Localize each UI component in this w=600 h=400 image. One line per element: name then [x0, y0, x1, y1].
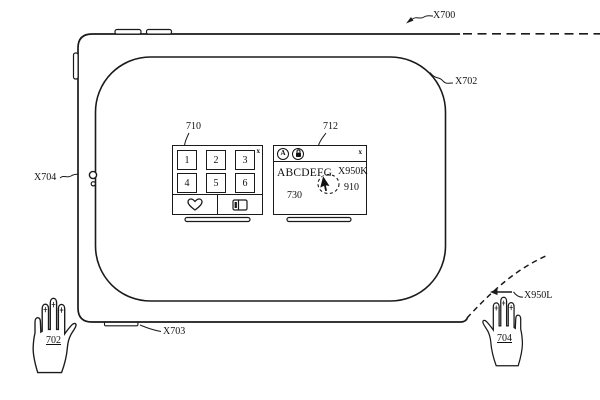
circled-a-icon[interactable]: A	[277, 147, 289, 160]
ref-label-730: 730	[287, 190, 302, 201]
ref-label-910: 910	[344, 182, 359, 193]
gaze-cursor	[317, 173, 340, 195]
camera-dot-icon	[88, 170, 98, 180]
grid-cell-1[interactable]: 1	[177, 150, 197, 170]
grid-cell-5[interactable]: 5	[206, 173, 226, 193]
gaze-path-dashed-curve	[466, 254, 548, 319]
window-titlebar: A x	[274, 146, 366, 162]
ref-label-x950k: X950K	[338, 166, 368, 177]
cell-label: 3	[242, 154, 248, 166]
leader-x704	[59, 173, 78, 179]
ref-label-x704: X704	[34, 172, 57, 183]
window-toolbar	[173, 194, 262, 214]
heart-icon	[187, 198, 203, 211]
ref-label-710: 710	[186, 121, 201, 132]
home-indicator-pill[interactable]	[184, 216, 251, 223]
arrow-left-icon	[490, 288, 498, 296]
grid-cell-4[interactable]: 4	[177, 173, 197, 193]
volume-button-icon[interactable]	[114, 28, 142, 35]
grid-cell-2[interactable]: 2	[206, 150, 226, 170]
padlock-glyph	[295, 149, 301, 157]
lock-icon[interactable]	[292, 147, 304, 160]
cell-label: 4	[184, 177, 190, 189]
cell-label: 1	[184, 154, 190, 166]
ref-label-704: 704	[497, 333, 512, 344]
leader-x950l	[513, 291, 524, 298]
side-button-icon[interactable]	[72, 52, 79, 80]
volume-button-icon[interactable]	[145, 28, 173, 35]
pages-button[interactable]	[217, 195, 262, 214]
ref-label-x700: X700	[433, 10, 456, 21]
cell-label: 5	[213, 177, 219, 189]
window-content-text: ABCDEFG	[277, 167, 333, 179]
right-hand-illustration	[482, 296, 524, 367]
cell-label: 6	[242, 177, 248, 189]
cursor-arrow-icon	[319, 174, 331, 192]
camera-dot-icon	[90, 181, 97, 187]
window-712[interactable]: A x ABCDEFG	[273, 145, 367, 215]
ref-label-x702: X702	[455, 76, 478, 87]
close-icon[interactable]: x	[256, 147, 261, 155]
window-710[interactable]: x 1 2 3 4 5 6	[172, 145, 263, 215]
accessibility-letter: A	[280, 149, 286, 157]
leader-x700	[411, 15, 434, 20]
close-icon[interactable]: x	[358, 148, 363, 156]
connector-notch	[103, 322, 139, 327]
ref-label-x703: X703	[163, 326, 186, 337]
home-indicator-pill[interactable]	[286, 216, 352, 223]
leader-x702	[429, 72, 454, 84]
ref-label-702: 702	[46, 335, 61, 346]
dashed-circle-icon	[317, 173, 340, 195]
book-icon	[232, 198, 248, 211]
device-body-outline	[77, 33, 469, 323]
ref-label-712: 712	[323, 121, 338, 132]
favorite-button[interactable]	[173, 195, 217, 214]
cell-label: 2	[213, 154, 219, 166]
leader-x703	[139, 324, 162, 332]
grid-cell-6[interactable]: 6	[235, 173, 255, 193]
leader-712	[318, 132, 327, 146]
display-area[interactable]	[94, 56, 447, 302]
ref-label-x950l: X950L	[524, 290, 553, 301]
arrow-icon	[406, 17, 414, 24]
leader-710	[184, 132, 190, 146]
grid-cell-3[interactable]: 3	[235, 150, 255, 170]
